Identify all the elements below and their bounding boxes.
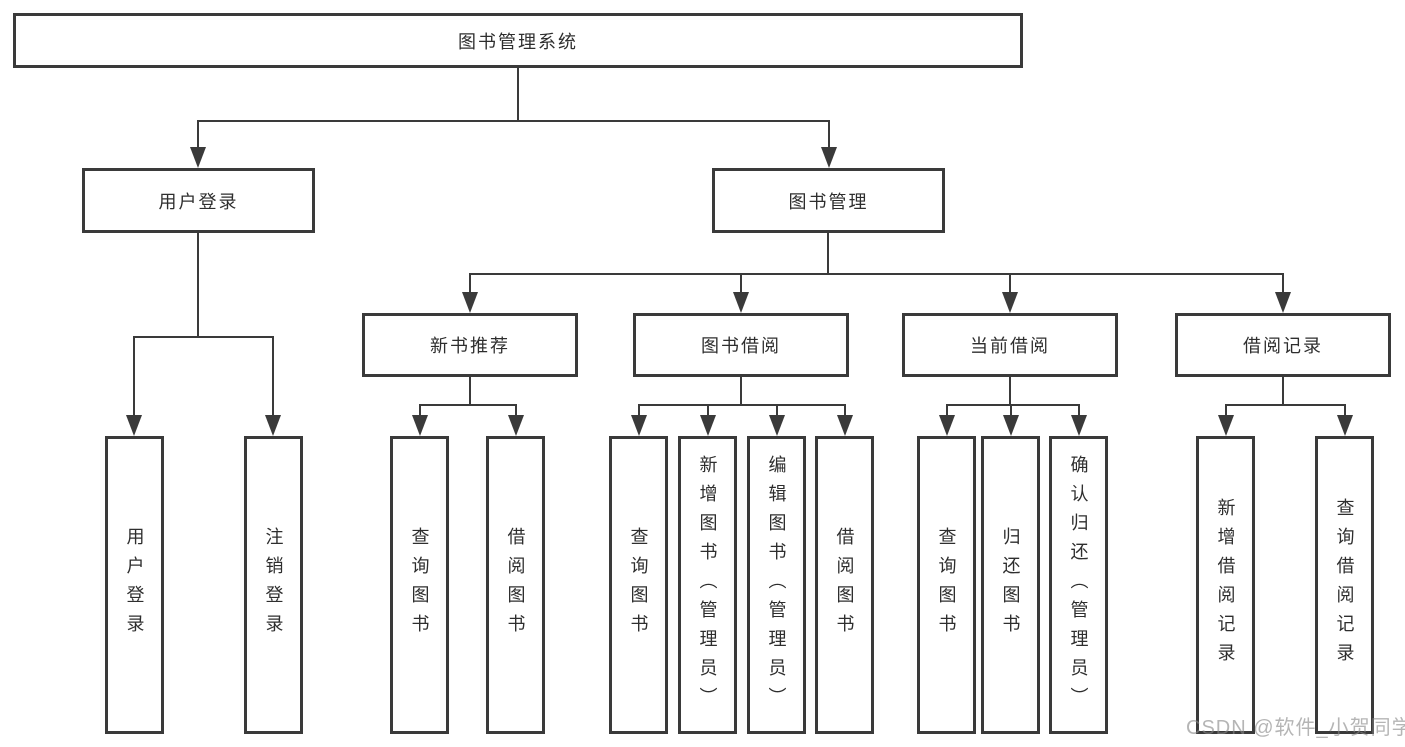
- leaf-bb-query-books: 查询图书: [609, 436, 668, 734]
- connector-root-stem: [517, 68, 519, 120]
- connector-drop-cb-return: [1010, 404, 1012, 415]
- connector-drop-cb-query: [946, 404, 948, 415]
- leaf-cb-confirm-return-admin-label: 确认归还（管理员）: [1068, 454, 1089, 716]
- connector-drop-br-query: [1344, 404, 1346, 415]
- leaf-cb-return-books: 归还图书: [981, 436, 1040, 734]
- leaf-bb-edit-books-admin: 编辑图书（管理员）: [747, 436, 806, 734]
- connector-br-stem: [1282, 377, 1284, 404]
- leaf-cb-confirm-return-admin: 确认归还（管理员）: [1049, 436, 1108, 734]
- arrowhead-borrowing-records: [1275, 292, 1291, 313]
- connector-book-management-stem: [827, 233, 829, 273]
- leaf-br-query-record-label: 查询借阅记录: [1334, 498, 1355, 672]
- arrowhead-nbr-borrow: [508, 415, 524, 436]
- csdn-watermark: CSDN @软件_小贺同学: [1186, 717, 1405, 739]
- node-book-management-label: 图书管理: [788, 191, 869, 212]
- leaf-cb-query-books: 查询图书: [917, 436, 976, 734]
- connector-drop-current-borrowing: [1009, 273, 1011, 292]
- node-current-borrowing-label: 当前借阅: [970, 336, 1050, 356]
- leaf-cb-query-books-label: 查询图书: [936, 527, 957, 643]
- connector-drop-bb-query: [638, 404, 640, 415]
- connector-drop-book-management: [828, 120, 830, 148]
- node-root-label: 图书管理系统: [458, 31, 578, 52]
- arrowhead-new-book-recommend: [462, 292, 478, 313]
- node-new-book-recommend-label: 新书推荐: [430, 336, 510, 356]
- connector-drop-new-book-recommend: [469, 273, 471, 292]
- connector-drop-nbr-query: [419, 404, 421, 415]
- arrowhead-cb-return: [1003, 415, 1019, 436]
- node-root-library-management-system: 图书管理系统: [13, 13, 1023, 68]
- connector-drop-leaf-logout: [272, 336, 274, 415]
- connector-drop-user-login: [197, 120, 199, 148]
- connector-drop-bb-add: [707, 404, 709, 415]
- leaf-br-add-record-label: 新增借阅记录: [1215, 498, 1236, 672]
- connector-drop-br-add: [1225, 404, 1227, 415]
- leaf-user-login-label: 用户登录: [124, 527, 145, 643]
- connector-drop-bb-edit: [776, 404, 778, 415]
- leaf-bb-add-books-admin-label: 新增图书（管理员）: [697, 454, 718, 716]
- leaf-bb-edit-books-admin-label: 编辑图书（管理员）: [766, 454, 787, 716]
- arrowhead-user-login: [190, 147, 206, 168]
- leaf-br-query-record: 查询借阅记录: [1315, 436, 1374, 734]
- leaf-cb-return-books-label: 归还图书: [1000, 527, 1021, 643]
- connector-br-crossbar: [1225, 404, 1345, 406]
- leaf-logout-login-label: 注销登录: [263, 527, 284, 643]
- connector-nbr-stem: [469, 377, 471, 404]
- arrowhead-nbr-query: [412, 415, 428, 436]
- connector-cb-crossbar: [946, 404, 1079, 406]
- connector-user-login-crossbar: [133, 336, 274, 338]
- leaf-nbr-query-books-label: 查询图书: [409, 527, 430, 643]
- connector-user-login-stem: [197, 233, 199, 336]
- leaf-user-login: 用户登录: [105, 436, 164, 734]
- connector-bb-stem: [740, 377, 742, 404]
- connector-nbr-crossbar: [419, 404, 517, 406]
- arrowhead-bb-borrow: [837, 415, 853, 436]
- arrowhead-leaf-user-login: [126, 415, 142, 436]
- node-book-borrowing: 图书借阅: [633, 313, 849, 377]
- arrowhead-bb-edit: [769, 415, 785, 436]
- connector-drop-nbr-borrow: [515, 404, 517, 415]
- connector-cb-stem: [1009, 377, 1011, 404]
- connector-bb-crossbar: [638, 404, 846, 406]
- leaf-nbr-borrow-books-label: 借阅图书: [505, 527, 526, 643]
- node-book-borrowing-label: 图书借阅: [701, 336, 781, 356]
- node-current-borrowing: 当前借阅: [902, 313, 1118, 377]
- node-book-management: 图书管理: [712, 168, 945, 233]
- arrowhead-bb-query: [631, 415, 647, 436]
- connector-drop-cb-confirm: [1078, 404, 1080, 415]
- arrowhead-book-borrowing: [733, 292, 749, 313]
- connector-book-management-crossbar: [469, 273, 1284, 275]
- node-user-login-label: 用户登录: [158, 191, 239, 212]
- arrowhead-current-borrowing: [1002, 292, 1018, 313]
- arrowhead-cb-query: [939, 415, 955, 436]
- leaf-bb-borrow-books-label: 借阅图书: [834, 527, 855, 643]
- node-new-book-recommend: 新书推荐: [362, 313, 578, 377]
- arrowhead-book-management: [821, 147, 837, 168]
- leaf-logout-login: 注销登录: [244, 436, 303, 734]
- node-user-login: 用户登录: [82, 168, 315, 233]
- leaf-br-add-record: 新增借阅记录: [1196, 436, 1255, 734]
- arrowhead-bb-add: [700, 415, 716, 436]
- arrowhead-br-query: [1337, 415, 1353, 436]
- connector-root-crossbar: [197, 120, 830, 122]
- arrowhead-leaf-logout: [265, 415, 281, 436]
- leaf-nbr-query-books: 查询图书: [390, 436, 449, 734]
- arrowhead-br-add: [1218, 415, 1234, 436]
- connector-drop-bb-borrow: [844, 404, 846, 415]
- connector-drop-borrowing-records: [1282, 273, 1284, 292]
- connector-drop-book-borrowing: [740, 273, 742, 292]
- leaf-bb-add-books-admin: 新增图书（管理员）: [678, 436, 737, 734]
- leaf-bb-query-books-label: 查询图书: [628, 527, 649, 643]
- connector-drop-leaf-user-login: [133, 336, 135, 415]
- leaf-nbr-borrow-books: 借阅图书: [486, 436, 545, 734]
- node-borrowing-records-label: 借阅记录: [1243, 336, 1323, 356]
- arrowhead-cb-confirm: [1071, 415, 1087, 436]
- leaf-bb-borrow-books: 借阅图书: [815, 436, 874, 734]
- node-borrowing-records: 借阅记录: [1175, 313, 1391, 377]
